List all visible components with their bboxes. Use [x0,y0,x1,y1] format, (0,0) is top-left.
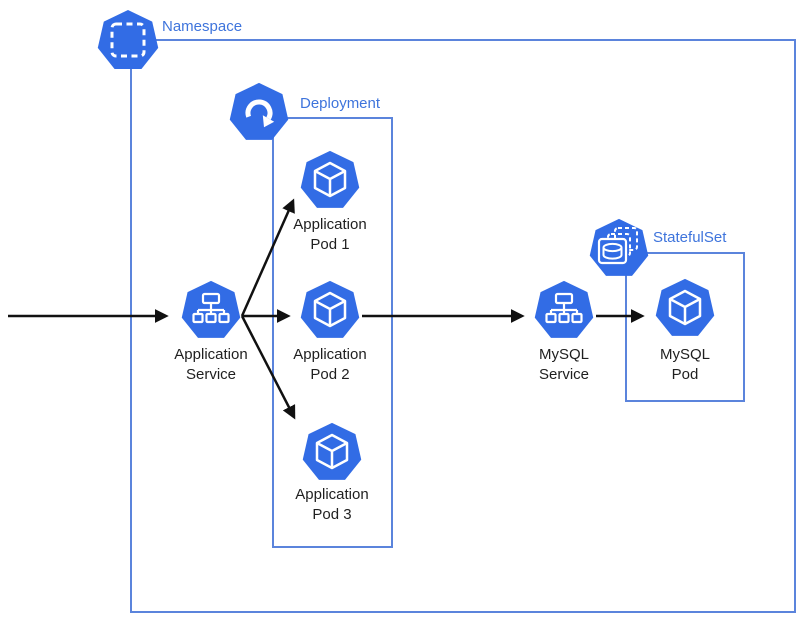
deployment-label: Deployment [300,95,381,112]
statefulset-label: StatefulSet [653,229,727,246]
app-pod2-icon [300,280,360,338]
namespace-group-box [130,39,796,613]
mysql-pod-label-line1: MySQL [659,346,710,363]
app-pod3-label: Application Pod 3 [262,485,402,525]
deployment-group-box [272,117,393,548]
app-service-label: Application Service [141,345,281,385]
app-pod1-label: Application Pod 1 [260,215,400,255]
mysql-service-label-line2: Service [538,366,590,383]
mysql-pod-label-line2: Pod [671,366,699,383]
mysql-pod-label: MySQL Pod [615,345,755,385]
deployment-icon [229,82,289,140]
statefulset-icon [589,218,649,276]
app-pod3-icon [302,422,362,480]
app-pod2-label-line2: Pod 2 [310,366,350,383]
mysql-service-label: MySQL Service [494,345,634,385]
mysql-pod-icon [655,278,715,336]
app-pod2-label-line1: Application [293,346,367,363]
mysql-service-label-line1: MySQL [538,346,589,363]
app-pod3-label-line1: Application [295,486,369,503]
app-pod1-label-line1: Application [293,216,367,233]
namespace-label: Namespace [162,18,243,35]
app-pod1-label-line2: Pod 1 [310,236,350,253]
app-service-label-line1: Application [174,346,248,363]
statefulset-group-box [625,252,745,402]
arrow-app-service-to-pod3 [240,315,296,420]
app-pod2-label: Application Pod 2 [260,345,400,385]
app-pod1-icon [300,150,360,208]
mysql-service-icon [534,280,594,338]
app-service-label-line2: Service [185,366,237,383]
namespace-icon [97,10,159,69]
app-service-icon [181,280,241,338]
arrow-app-service-to-pod1 [240,198,295,317]
app-pod3-label-line2: Pod 3 [312,506,352,523]
